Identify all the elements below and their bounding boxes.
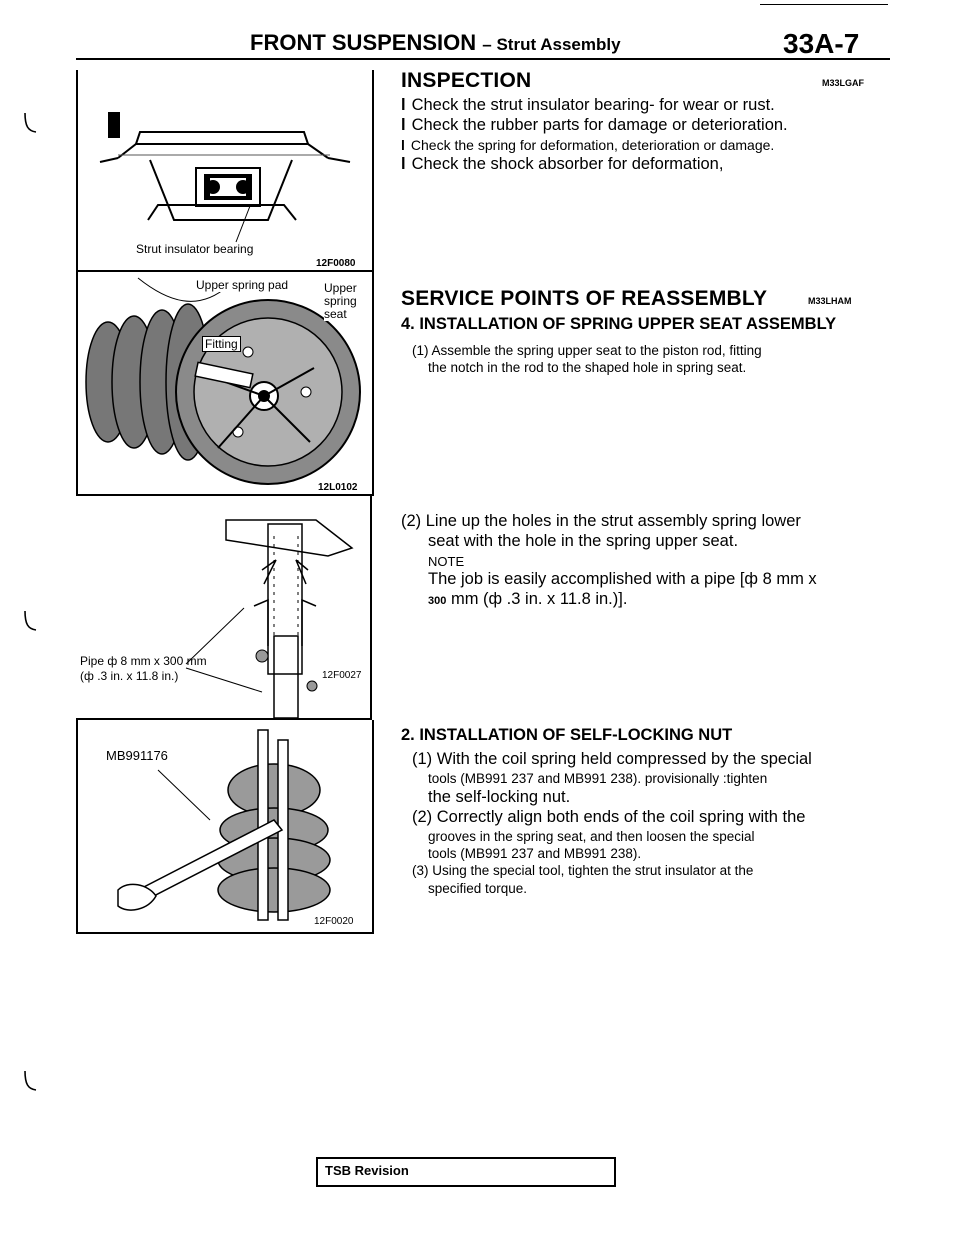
- figure-code: 12F0020: [314, 916, 354, 927]
- figure-pipe-alignment: Pipe ф 8 mm x 300 mm (ф .3 in. x 11.8 in…: [76, 496, 372, 720]
- step-title-self-locking-nut: 2. INSTALLATION OF SELF-LOCKING NUT: [401, 726, 733, 744]
- step-paragraph: the notch in the rod to the shaped hole …: [428, 360, 747, 375]
- step-paragraph: (2) Correctly align both ends of the coi…: [412, 808, 806, 826]
- note-text: The job is easily accomplished with a pi…: [428, 570, 817, 588]
- step-paragraph: tools (MB991 237 and MB991 238). provisi…: [428, 771, 768, 786]
- header-top-rule: [760, 4, 888, 5]
- inspection-item: l Check the shock absorber for deformatio…: [401, 155, 723, 174]
- step-paragraph: (1) Assemble the spring upper seat to th…: [412, 343, 762, 358]
- spring-seat-illustration: [78, 272, 372, 494]
- label-tool-number: MB991176: [106, 748, 168, 763]
- inspection-item-text: Check the rubber parts for damage or det…: [411, 116, 788, 134]
- note-text: 300 mm (ф .3 in. x 11.8 in.)].: [428, 590, 627, 609]
- note-text-part: 300: [428, 595, 447, 607]
- binding-mark-icon: [24, 112, 37, 133]
- label-spring: spring: [324, 294, 357, 308]
- bullet-icon: l: [401, 116, 406, 134]
- step-paragraph: grooves in the spring seat, and then loo…: [428, 829, 755, 844]
- inspection-heading: INSPECTION: [401, 69, 532, 92]
- label-seat: seat: [324, 307, 347, 321]
- tsb-revision-box: TSB Revision: [316, 1157, 616, 1187]
- step-paragraph: (2) Line up the holes in the strut assem…: [401, 512, 801, 530]
- label-pipe-metric: Pipe ф 8 mm x 300 mm: [80, 654, 207, 668]
- figure-code: 12L0102: [318, 482, 358, 493]
- figure-label: Strut insulator bearing: [136, 242, 254, 256]
- note-label: NOTE: [428, 554, 465, 569]
- header-rule: [76, 58, 890, 60]
- step-paragraph: (1) With the coil spring held compressed…: [412, 750, 812, 768]
- bullet-icon: l: [401, 96, 406, 114]
- section-subtitle: Strut Assembly: [496, 35, 621, 54]
- figure-code: 12F0027: [322, 670, 362, 681]
- title-separator: –: [482, 35, 492, 54]
- note-text-part: mm (ф .3 in. x 11.8 in.)].: [450, 590, 628, 608]
- inspection-code: M33LGAF: [822, 78, 865, 88]
- step-paragraph: the self-locking nut.: [428, 788, 571, 806]
- step-paragraph: specified torque.: [428, 881, 528, 896]
- service-code: M33LHAM: [808, 296, 852, 306]
- step-paragraph: tools (MB991 237 and MB991 238).: [428, 846, 642, 861]
- binding-mark-icon: [24, 1070, 37, 1091]
- label-upper-spring-seat: Upper spring seat: [324, 282, 357, 321]
- bullet-icon: l: [401, 155, 406, 173]
- label-pipe-imperial: (ф .3 in. x 11.8 in.): [80, 669, 179, 683]
- label-pipe: Pipe ф 8 mm x 300 mm (ф .3 in. x 11.8 in…: [80, 654, 207, 684]
- figure-code: 12F0080: [316, 258, 356, 269]
- page-title: FRONT SUSPENSION – Strut Assembly: [250, 30, 621, 56]
- inspection-item-text: Check the strut insulator bearing- for w…: [411, 96, 775, 114]
- inspection-item: l Check the rubber parts for damage or de…: [401, 116, 788, 135]
- figure-spring-upper-seat: Upper spring pad Upper spring seat Fitti…: [76, 272, 374, 496]
- label-upper-spring-pad: Upper spring pad: [196, 278, 289, 292]
- section-title: FRONT SUSPENSION: [250, 30, 477, 55]
- binding-mark-icon: [24, 610, 37, 631]
- special-tool-illustration: [117, 729, 331, 921]
- page-number: 33A-7: [783, 28, 860, 59]
- step-paragraph: seat with the hole in the spring upper s…: [428, 532, 739, 550]
- bullet-icon: l: [401, 137, 405, 153]
- inspection-item: l Check the strut insulator bearing- for …: [401, 96, 775, 115]
- service-heading: SERVICE POINTS OF REASSEMBLY: [401, 287, 768, 310]
- inspection-item-text: Check the shock absorber for deformation…: [411, 155, 724, 173]
- step-paragraph: (3) Using the special tool, tighten the …: [412, 863, 754, 878]
- label-upper: Upper: [324, 281, 357, 295]
- label-fitting: Fitting: [202, 336, 241, 352]
- inspection-item-text: Check the spring for deformation, deteri…: [410, 137, 775, 153]
- step-title-spring-upper-seat: 4. INSTALLATION OF SPRING UPPER SEAT ASS…: [401, 315, 837, 333]
- inspection-item: l Check the spring for deformation, deter…: [401, 137, 774, 153]
- figure-strut-insulator-bearing: Strut insulator bearing 12F0080: [76, 70, 374, 272]
- figure-special-tool: MB991176 12F0020: [76, 720, 374, 934]
- tsb-revision-label: TSB Revision: [325, 1163, 409, 1178]
- strut-insulator-illustration: [99, 112, 351, 243]
- pipe-alignment-illustration: [185, 519, 354, 718]
